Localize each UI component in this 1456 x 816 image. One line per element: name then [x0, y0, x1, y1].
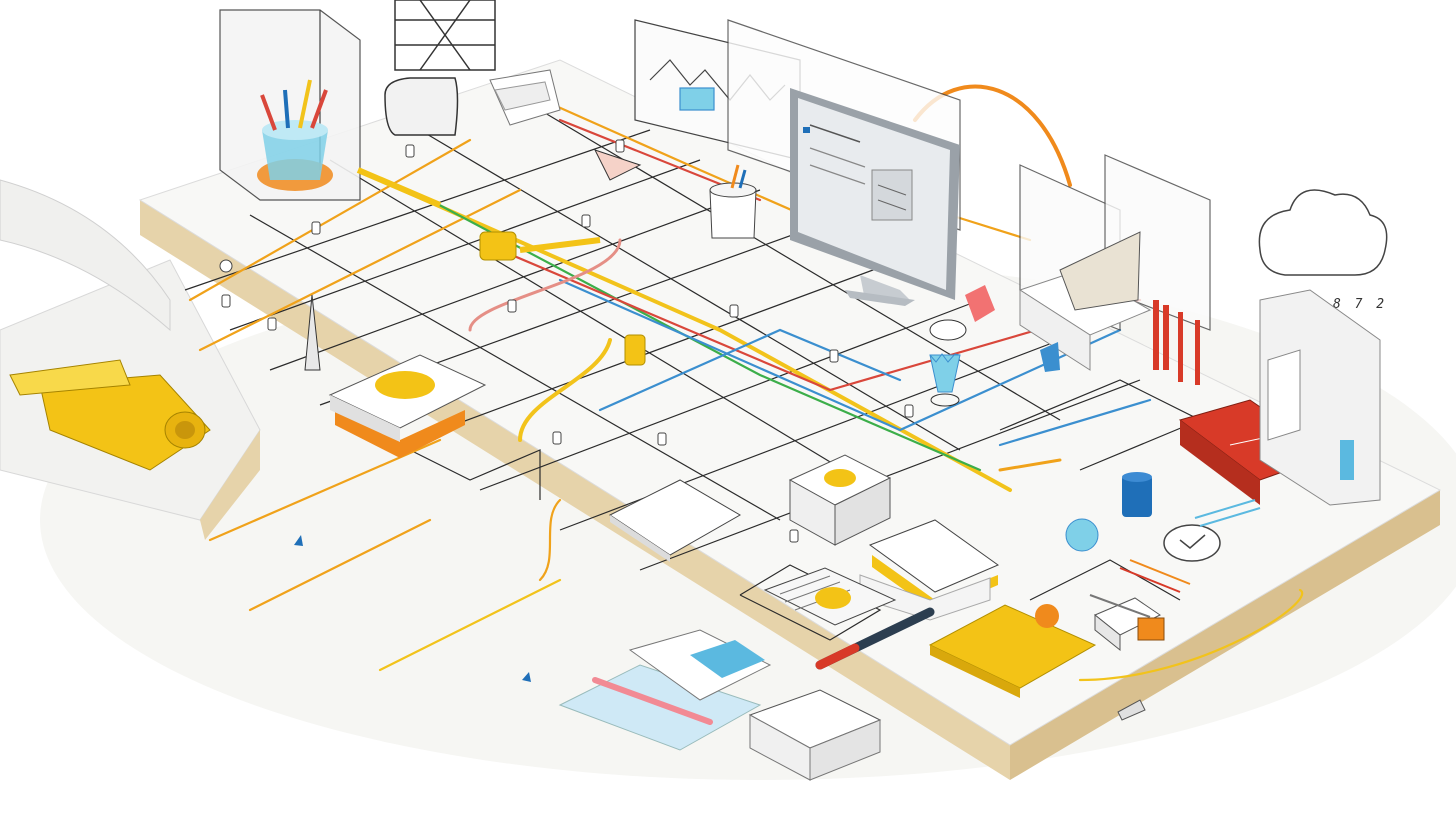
cable-plug [1117, 699, 1146, 721]
machine-tower [384, 0, 496, 136]
stat-lines [1089, 499, 1261, 618]
colored-wires [188, 84, 1304, 682]
yellow-folder [928, 604, 1097, 698]
connector-nodes [219, 139, 914, 543]
file-cabinet [1259, 289, 1381, 506]
small-device [1094, 597, 1165, 652]
cone-shape [594, 149, 642, 181]
red-bars [1153, 300, 1200, 385]
lightbulb-icon [929, 353, 961, 407]
white-tablet [609, 479, 741, 562]
red-cards [965, 285, 1060, 372]
paper-tray [1018, 231, 1152, 371]
clock-icon [1163, 524, 1221, 562]
quill-shape [304, 294, 321, 371]
document-frame [763, 567, 897, 626]
paper-stack [489, 69, 561, 126]
cloud-icon [1258, 189, 1388, 276]
workflow-board [0, 59, 1442, 780]
yellow-cannon [9, 359, 211, 471]
desktop-monitor-icon [790, 88, 960, 306]
yellow-tube-icon [356, 167, 646, 366]
paper-pad [558, 629, 882, 781]
pencil-cup-icon [257, 79, 333, 191]
pencil-icon [815, 607, 935, 670]
white-cube [788, 454, 892, 546]
droplet [522, 672, 531, 682]
small-cup [709, 164, 757, 239]
blue-disc [1065, 518, 1099, 552]
grid-lines [184, 109, 1202, 641]
notebook-icon [328, 354, 487, 458]
ring-shape [929, 319, 967, 341]
droplet [294, 535, 303, 546]
left-wing [0, 179, 171, 332]
coffee-mug-icon [1122, 472, 1152, 517]
